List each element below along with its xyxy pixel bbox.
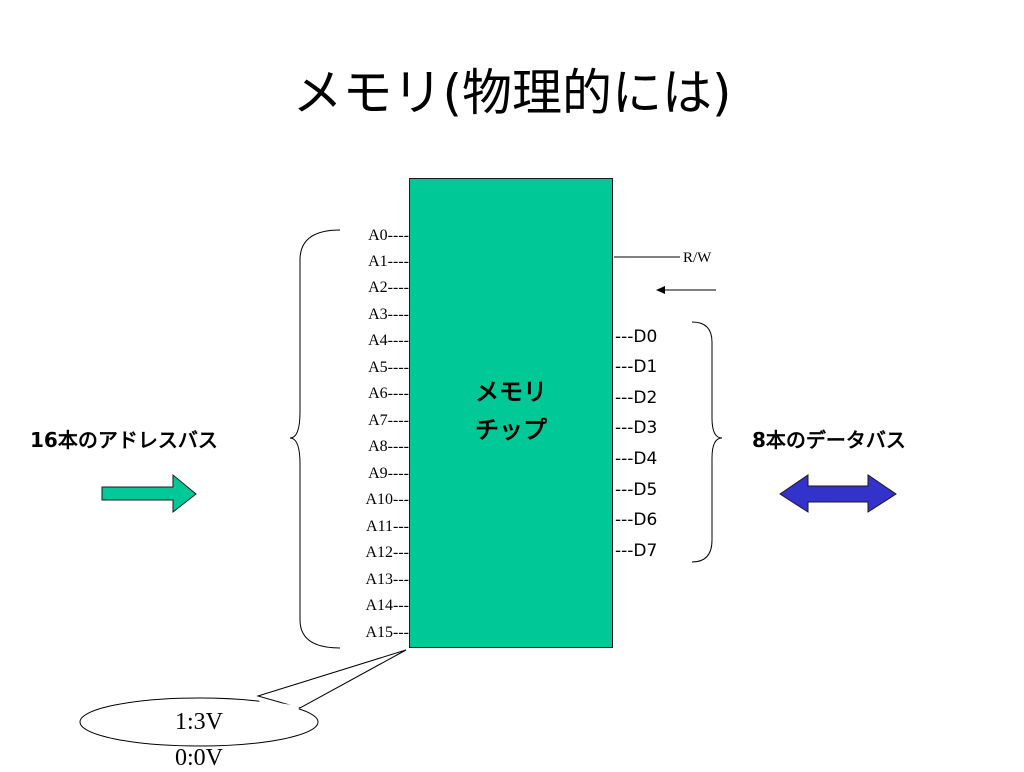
address-pin-a12: A12--- xyxy=(365,544,409,561)
address-pin-a9: A9---- xyxy=(368,465,409,482)
memory-chip: メモリ チップ xyxy=(409,178,613,648)
chip-label-line1: メモリ xyxy=(475,378,547,406)
data-pin-d4: ---D4 xyxy=(615,449,658,469)
callout-pointer xyxy=(256,649,407,709)
data-pin-d7: ---D7 xyxy=(615,541,658,561)
data-pin-d3: ---D3 xyxy=(615,418,658,438)
chip-label-line2: チップ xyxy=(475,416,547,444)
callout-line1: 1:3V xyxy=(175,709,223,735)
address-pin-a7: A7---- xyxy=(368,412,409,429)
address-pin-a14: A14--- xyxy=(365,597,409,614)
address-pin-a5: A5---- xyxy=(368,359,409,376)
data-brace xyxy=(691,321,723,563)
address-pin-a4: A4---- xyxy=(368,332,409,349)
address-pin-a6: A6---- xyxy=(368,385,409,402)
rw-label: R/W xyxy=(683,250,712,266)
address-bus-arrow-icon xyxy=(101,473,197,514)
data-pin-d6: ---D6 xyxy=(615,510,658,530)
data-bus-arrow-icon xyxy=(779,474,897,513)
address-pin-a10: A10--- xyxy=(365,491,409,508)
data-pin-d0: ---D0 xyxy=(615,327,658,347)
address-bus-label: 16本のアドレスバス xyxy=(30,428,218,452)
data-pin-d5: ---D5 xyxy=(615,480,658,500)
address-pin-a15: A15--- xyxy=(365,624,409,641)
address-pin-a11: A11--- xyxy=(366,518,409,535)
address-pin-a1: A1---- xyxy=(368,253,409,270)
data-bus-label: 8本のデータバス xyxy=(752,428,906,452)
address-pin-a13: A13--- xyxy=(365,571,409,588)
address-pin-a2: A2---- xyxy=(368,279,409,296)
data-pin-d1: ---D1 xyxy=(615,357,658,377)
rw-arrow-head xyxy=(656,286,665,294)
address-pin-a3: A3---- xyxy=(368,306,409,323)
callout-bubble xyxy=(79,697,319,747)
data-pin-d2: ---D2 xyxy=(615,388,658,408)
address-pin-a8: A8---- xyxy=(368,438,409,455)
address-pin-a0: A0---- xyxy=(368,227,409,244)
address-brace xyxy=(289,229,341,649)
page-title: メモリ(物理的には) xyxy=(292,64,732,122)
callout-line2: 0:0V xyxy=(175,745,223,771)
